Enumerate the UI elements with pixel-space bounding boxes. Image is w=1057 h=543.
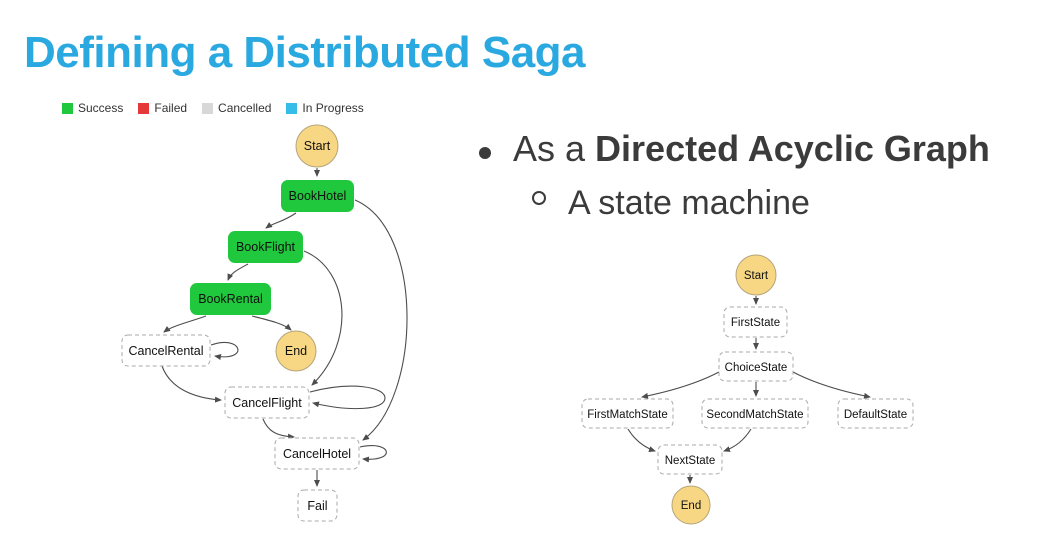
node-bookflight: BookFlight bbox=[228, 231, 303, 263]
node-end: End bbox=[275, 330, 317, 372]
node-label: DefaultState bbox=[844, 409, 907, 421]
legend-label: Failed bbox=[154, 101, 188, 115]
node-label: BookHotel bbox=[289, 189, 347, 203]
edge-bookrental-cancelrental bbox=[163, 315, 207, 333]
node-bookhotel: BookHotel bbox=[281, 180, 354, 212]
node-cancelrental: CancelRental bbox=[121, 334, 211, 367]
bullet-item-dag: As a Directed Acyclic Graph bbox=[513, 128, 990, 170]
node-nextstate: NextState bbox=[657, 444, 723, 475]
legend: Success Failed Cancelled In Progress bbox=[62, 101, 364, 115]
bullet-dot-icon bbox=[479, 147, 491, 159]
node-choicestate: ChoiceState bbox=[718, 351, 794, 382]
sub-bullet-circle-icon bbox=[532, 191, 546, 205]
node-label: Start bbox=[744, 270, 769, 282]
page-title: Defining a Distributed Saga bbox=[24, 28, 586, 77]
edge-bookflight-bookrental bbox=[227, 263, 249, 281]
node-label: End bbox=[285, 344, 307, 358]
node-label: Start bbox=[304, 139, 331, 153]
node-label: End bbox=[681, 500, 701, 512]
node-label: FirstState bbox=[731, 317, 780, 329]
node-secondmatchstate: SecondMatchState bbox=[701, 398, 809, 429]
node-fail: Fail bbox=[297, 489, 338, 522]
edge-bookhotel-bookflight bbox=[265, 212, 297, 229]
node-cancelflight: CancelFlight bbox=[224, 386, 310, 419]
node-label: CancelHotel bbox=[283, 447, 351, 461]
node-label: BookFlight bbox=[236, 240, 296, 254]
edge-firstmatchstate-nextstate bbox=[627, 428, 656, 452]
edge-bookrental-end bbox=[251, 315, 292, 331]
legend-item-failed: Failed bbox=[138, 101, 187, 115]
edge-cancelrental-selfloop bbox=[210, 341, 239, 360]
bullet-item-state-machine: A state machine bbox=[568, 184, 810, 222]
edge-choicestate-firstmatchstate bbox=[641, 371, 720, 399]
legend-item-success: Success bbox=[62, 101, 123, 115]
edge-bookhotel-cancelhotel bbox=[354, 199, 408, 441]
cancelled-swatch-icon bbox=[202, 102, 214, 114]
failed-swatch-icon bbox=[138, 102, 150, 114]
edge-choicestate-defaultstate bbox=[792, 371, 871, 399]
node-bookrental: BookRental bbox=[190, 283, 271, 315]
legend-item-cancelled: Cancelled bbox=[202, 101, 271, 115]
node-label: Fail bbox=[307, 499, 327, 513]
node-label: ChoiceState bbox=[725, 362, 788, 374]
legend-label: Cancelled bbox=[218, 101, 272, 115]
edge-cancelhotel-selfloop bbox=[359, 445, 387, 463]
node-firstmatchstate: FirstMatchState bbox=[581, 398, 674, 429]
legend-label: In Progress bbox=[302, 101, 364, 115]
node-label: BookRental bbox=[198, 292, 263, 306]
node-defaultstate: DefaultState bbox=[837, 398, 914, 429]
node-sm-end: End bbox=[671, 485, 711, 525]
edge-secondmatchstate-nextstate bbox=[723, 428, 752, 452]
saga-dag-diagram: Start BookHotel BookFlight BookRental Ca… bbox=[121, 124, 408, 522]
edge-cancelrental-cancelflight bbox=[161, 365, 222, 403]
state-machine-diagram: Start FirstState ChoiceState FirstMatchS… bbox=[581, 254, 914, 525]
in-progress-swatch-icon bbox=[286, 102, 298, 114]
node-label: NextState bbox=[665, 455, 716, 467]
node-cancelhotel: CancelHotel bbox=[274, 437, 360, 470]
node-label: CancelFlight bbox=[232, 396, 302, 410]
node-sm-start: Start bbox=[735, 254, 777, 296]
node-label: SecondMatchState bbox=[706, 409, 803, 421]
bullet-text: As a bbox=[513, 128, 596, 169]
node-label: CancelRental bbox=[128, 344, 203, 358]
legend-label: Success bbox=[78, 101, 124, 115]
node-start: Start bbox=[295, 124, 339, 168]
node-firststate: FirstState bbox=[723, 306, 788, 338]
success-swatch-icon bbox=[62, 102, 73, 114]
edge-bookflight-cancelflight bbox=[303, 250, 343, 386]
edge-cancelflight-selfloop bbox=[309, 385, 386, 410]
bullet-text-bold: Directed Acyclic Graph bbox=[595, 128, 990, 169]
node-label: FirstMatchState bbox=[587, 409, 668, 421]
edge-cancelflight-cancelhotel bbox=[262, 418, 295, 440]
legend-item-in-progress: In Progress bbox=[286, 101, 364, 115]
